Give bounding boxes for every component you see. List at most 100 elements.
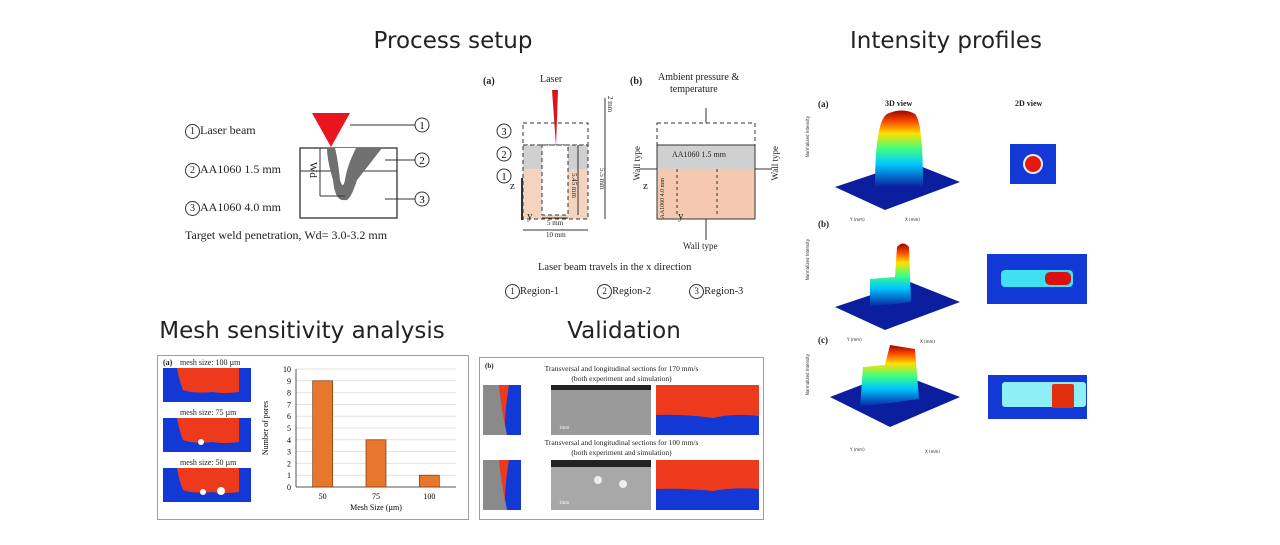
row1-images: 1mm	[483, 385, 759, 435]
mesh-label-100: mesh size: 100 µm	[180, 358, 241, 367]
y-axis-label-a: Y (mm)	[850, 217, 865, 222]
y-tick-label: 7	[287, 400, 291, 409]
svg-text:3: 3	[419, 194, 425, 206]
svg-text:1mm: 1mm	[559, 426, 569, 431]
bottom-plate-label: AA1060 4.0 mm	[660, 178, 666, 219]
row2-caption: Transversal and longitudinal sections fo…	[544, 438, 699, 447]
y-tick-label: 10	[283, 365, 291, 374]
panel-label-b: (b)	[630, 76, 643, 87]
mesh-panel: (a) mesh size: 100 µm mesh size: 75 µm m…	[157, 355, 469, 520]
y-tick-label: 6	[287, 412, 291, 421]
travel-caption: Laser beam travels in the x direction	[538, 262, 692, 273]
y-axis-label-b: Y (mm)	[847, 337, 862, 342]
panel-label-a: (a)	[818, 99, 829, 109]
x-axis-label-c: X (mm)	[925, 449, 940, 454]
dim-10mm: 10 mm	[546, 231, 566, 239]
intensity-panel: (a) (b) (c) 3D view 2D view Normalized I…	[805, 92, 1090, 462]
dim-5-5mm: 5.5 mm	[598, 168, 606, 190]
title-validation: Validation	[567, 318, 681, 344]
x-axis-label-a: X (mm)	[905, 217, 920, 222]
ambient-label: Ambient pressure &	[658, 72, 740, 83]
y-tick-label: 8	[287, 389, 291, 398]
weld-caption: Target weld penetration, Wd= 3.0-3.2 mm	[185, 228, 388, 242]
map-2d-a	[1010, 144, 1056, 184]
validation-panel: (b) Transversal and longitudinal section…	[479, 357, 764, 520]
bar-75	[365, 439, 387, 488]
row1-caption: Transversal and longitudinal sections fo…	[544, 364, 699, 373]
x-tick-label: 75	[372, 492, 380, 501]
z-axis-label-a: Normalized Intensity	[805, 115, 811, 158]
axis-z-b: z	[643, 180, 648, 192]
col-3d-view: 3D view	[885, 99, 913, 108]
mesh-label-50: mesh size: 50 µm	[180, 458, 237, 467]
ambient-label-2: temperature	[670, 84, 718, 95]
panel-label-mesh: (a)	[163, 358, 173, 367]
x-axis-title: Mesh Size (µm)	[350, 503, 402, 512]
mesh-sim-100	[163, 368, 251, 402]
y-tick-label: 2	[287, 459, 291, 468]
svg-text:1: 1	[502, 172, 507, 183]
z-axis-label-b: Normalized Intensity	[805, 238, 811, 281]
dim-5-45mm: 5.45 mm	[570, 173, 578, 198]
y-tick-label: 0	[287, 483, 291, 492]
row1-caption-2: (both experiment and simulation)	[571, 374, 672, 383]
y-tick-label: 1	[287, 471, 291, 480]
wall-type-right: Wall type	[770, 146, 780, 181]
svg-text:3: 3	[502, 127, 507, 138]
mesh-sim-50	[163, 468, 251, 502]
x-tick-label: 50	[319, 492, 327, 501]
surface-3d-c	[830, 345, 960, 427]
panel-label-c: (c)	[818, 335, 828, 345]
title-process-setup: Process setup	[373, 28, 533, 54]
svg-text:2: 2	[502, 150, 507, 161]
laser-label: Laser	[540, 74, 563, 85]
bar-100	[418, 474, 440, 488]
x-tick-label: 100	[423, 492, 435, 501]
map-2d-c	[988, 375, 1087, 419]
dim-5mm: 5 mm	[547, 219, 564, 227]
y-tick-label: 5	[287, 424, 291, 433]
surface-3d-a	[835, 110, 960, 210]
axis-z-a: z	[510, 180, 515, 192]
panel-label-a: (a)	[483, 76, 495, 87]
y-tick-label: 4	[287, 436, 291, 445]
mesh-label-75: mesh size: 75 µm	[180, 408, 237, 417]
mesh-sim-75	[163, 418, 251, 452]
y-axis-title: Number of pores	[261, 401, 270, 455]
axis-y-a: y	[527, 210, 533, 222]
svg-text:2: 2	[419, 155, 425, 167]
col-2d-view: 2D view	[1015, 99, 1043, 108]
row2-images: 1mm	[483, 460, 759, 510]
bar-50	[312, 380, 334, 488]
wd-label: Wd	[306, 162, 319, 178]
x-axis-label-b: X (mm)	[920, 339, 935, 344]
y-tick-label: 9	[287, 377, 291, 386]
row2-caption-2: (both experiment and simulation)	[571, 448, 672, 457]
y-axis-label-c: Y (mm)	[850, 447, 865, 452]
domain-schematic: 3 2 1 (a) Laser (b) Ambient pressure & t…	[480, 68, 800, 308]
wall-type-left: Wall type	[632, 146, 642, 181]
top-plate-label: AA1060 1.5 mm	[672, 150, 726, 159]
axis-y-b: y	[678, 210, 684, 222]
map-2d-b	[987, 254, 1087, 304]
dim-2mm: 2 mm	[606, 96, 614, 113]
y-tick-label: 3	[287, 448, 291, 457]
panel-label-validation: (b)	[485, 362, 494, 370]
surface-3d-b	[835, 243, 960, 330]
z-axis-label-c: Normalized Intensity	[805, 353, 811, 396]
title-mesh-sensitivity: Mesh sensitivity analysis	[159, 318, 445, 344]
panel-label-b: (b)	[818, 219, 829, 229]
title-intensity-profiles: Intensity profiles	[849, 28, 1043, 54]
svg-text:1: 1	[419, 120, 425, 132]
svg-text:1mm: 1mm	[559, 501, 569, 506]
wall-type-bottom: Wall type	[683, 241, 718, 251]
